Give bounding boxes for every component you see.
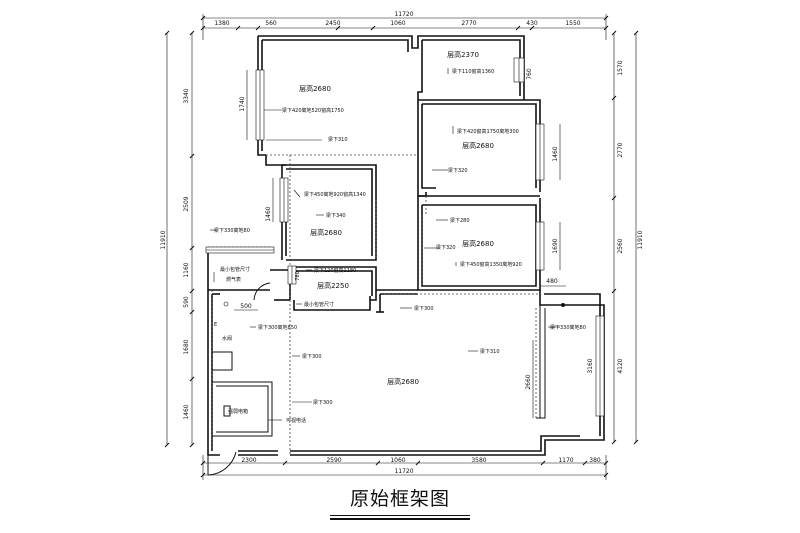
walls (207, 35, 605, 456)
bottom-dimension-lines (200, 455, 609, 480)
entry-door (207, 282, 271, 476)
room-label-2: 层高2370 (447, 50, 479, 59)
note-n11: 梁下330离地80 (214, 227, 250, 234)
dim-right-2: 2770 (617, 142, 624, 157)
dim-left-3: 1160 (183, 262, 190, 277)
note-n2: 梁下110窗高1360 (452, 68, 494, 75)
right-dimension-lines (611, 30, 639, 445)
top-dimension-lines (200, 14, 609, 40)
room-label-7: 层高2680 (387, 377, 419, 386)
dim-right-4: 4120 (617, 358, 624, 373)
electric-box (223, 405, 231, 417)
dim-inner-780: 780 (295, 271, 301, 281)
room-label-6: 层高2250 (317, 281, 349, 290)
note-n20: 梁下310 (480, 348, 500, 355)
note-n14: 梁下120窗高1180 (314, 267, 356, 274)
note-n3: 梁下420窗高1750离地300 (457, 128, 519, 135)
dim-top-5: 2770 (461, 20, 476, 27)
note-n5: 梁下320 (448, 167, 468, 174)
dim-left-total: 11910 (160, 230, 167, 249)
note-n7: 梁下340 (326, 212, 346, 219)
dim-bottom-6: 380 (589, 457, 601, 464)
dim-bottom-2: 2590 (326, 457, 341, 464)
title-underline-thick (330, 518, 470, 520)
note-n22: 梁下300 (313, 399, 333, 406)
drawing-title: 原始框架图 (349, 488, 450, 510)
drain-dot (561, 303, 565, 307)
dim-top-7: 1550 (565, 20, 580, 27)
windows (205, 57, 605, 417)
dim-inner-2660: 2660 (525, 374, 532, 389)
dim-bottom-3: 1060 (390, 457, 405, 464)
dim-bottom-total: 11720 (394, 468, 413, 475)
dim-bottom-1: 2300 (241, 457, 256, 464)
note-n4: 梁下310 (328, 136, 348, 143)
note-n9: 梁下320 (436, 244, 456, 251)
dim-right-1: 1570 (617, 60, 624, 75)
dim-left-4: 590 (183, 296, 190, 308)
note-n6: 梁下450离地920窗高1340 (304, 191, 366, 198)
dim-top-2: 560 (265, 20, 277, 27)
room-label-3: 层高2680 (462, 141, 494, 150)
note-n21: 梁下300 (302, 353, 322, 360)
dim-right-3: 2560 (617, 238, 624, 253)
note-n1: 梁下420离地520窗高1750 (282, 107, 344, 114)
note-n15: 最小包管尺寸 (304, 301, 334, 308)
dim-inner-3160: 3160 (587, 358, 594, 373)
note-n23: 强弱电箱 (228, 408, 248, 415)
beam-dashes (208, 154, 540, 455)
dim-top-6: 430 (526, 20, 538, 27)
dim-left-1: 3340 (183, 88, 190, 103)
meter-mark: E (214, 322, 217, 328)
note-n8: 梁下280 (450, 217, 470, 224)
note-n12: 最小包管尺寸 (220, 266, 250, 273)
dim-left-5: 1680 (183, 339, 190, 354)
dim-inner-760: 760 (526, 68, 533, 80)
note-n13: 燃气表 (226, 276, 241, 283)
note-n18: 水阀 (222, 335, 232, 342)
note-n19: 梁下330离地80 (550, 324, 586, 331)
dim-bottom-5: 1170 (558, 457, 573, 464)
annotation-leaders (210, 68, 560, 421)
dim-left-2: 2509 (183, 196, 190, 211)
dim-inner-1460b: 1460 (265, 206, 272, 221)
dim-inner-500: 500 (240, 303, 252, 310)
room-label-4: 层高2680 (310, 228, 342, 237)
dim-inner-1740: 1740 (239, 96, 246, 111)
dim-top-4: 1060 (390, 20, 405, 27)
room-label-1: 层高2680 (299, 84, 331, 93)
note-n10: 梁下450窗高1350离地920 (460, 261, 522, 268)
dim-top-1: 1380 (214, 20, 229, 27)
dim-top-3: 2450 (325, 20, 340, 27)
meter-dot (223, 301, 229, 307)
dim-inner-1460a: 1460 (552, 146, 559, 161)
dim-right-total: 11910 (637, 230, 644, 249)
left-dimension-lines (164, 30, 195, 448)
room-label-5: 层高2680 (462, 239, 494, 248)
title-underline-thin (330, 515, 470, 516)
dim-left-6: 1460 (183, 404, 190, 419)
title-block: 原始框架图 (330, 484, 470, 520)
note-n17: 梁下300离地850 (258, 324, 297, 331)
dim-top-total: 11720 (394, 11, 413, 18)
dim-bottom-4: 3580 (471, 457, 486, 464)
note-n16: 梁下300 (414, 305, 434, 312)
dim-inner-480: 480 (546, 278, 558, 285)
dim-inner-1690: 1690 (552, 238, 559, 253)
note-n24: 可视电话 (286, 417, 306, 424)
